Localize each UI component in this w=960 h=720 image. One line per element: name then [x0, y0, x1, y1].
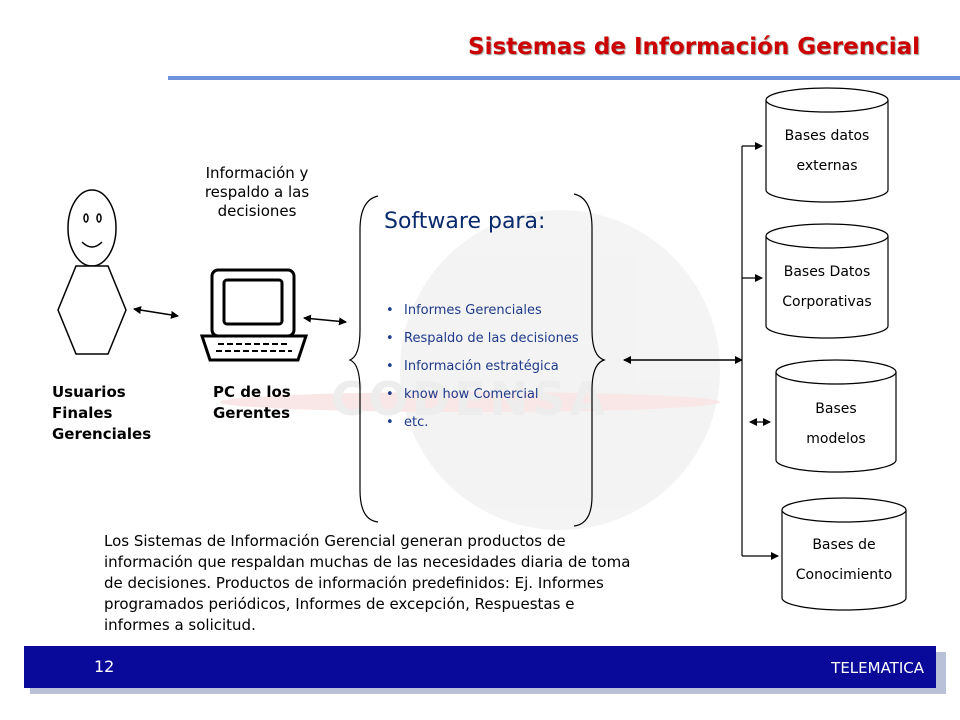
- bullet-icon: •: [386, 359, 394, 374]
- database-external-label: Bases datos externas: [772, 121, 882, 181]
- bullet-icon: •: [386, 415, 394, 430]
- users-label-line: Gerenciales: [52, 425, 152, 443]
- software-title: Software para:: [384, 209, 546, 234]
- database-connector: [741, 142, 779, 560]
- page-title: Sistemas de Información Gerencial: [468, 34, 920, 60]
- footer-bar: [24, 646, 936, 688]
- database-label-line: externas: [796, 158, 858, 174]
- list-item: • know how Comercial: [384, 386, 584, 403]
- list-item: • Informes Gerenciales: [384, 302, 584, 319]
- info-label-line: Información y: [205, 164, 309, 182]
- list-item-text: Informes Gerenciales: [404, 303, 542, 318]
- list-item-text: know how Comercial: [404, 387, 539, 402]
- database-models-label: Bases modelos: [781, 394, 891, 454]
- database-label-line: Corporativas: [782, 294, 872, 310]
- database-corporate-label: Bases Datos Corporativas: [772, 257, 882, 317]
- pc-label: PC de los Gerentes: [213, 382, 333, 424]
- database-cylinder-icon: [775, 359, 897, 473]
- arrow-pc-software: [303, 314, 347, 326]
- database-label-line: modelos: [806, 431, 866, 447]
- users-label-line: Finales: [52, 404, 113, 422]
- database-label-line: Bases datos: [784, 128, 870, 144]
- footer-brand: TELEMATICA: [831, 659, 924, 677]
- right-brace: [573, 193, 606, 527]
- info-support-label: Información y respaldo a las decisiones: [172, 164, 342, 221]
- arrow-user-pc: [133, 306, 179, 319]
- database-label-line: Bases Datos: [783, 264, 871, 280]
- database-label-line: Bases: [815, 401, 857, 417]
- bullet-icon: •: [386, 387, 394, 402]
- pc-label-line: PC de los: [213, 383, 291, 401]
- list-item-text: Respaldo de las decisiones: [404, 331, 579, 346]
- list-item-text: etc.: [404, 415, 429, 430]
- list-item: • Respaldo de las decisiones: [384, 330, 584, 347]
- database-cylinder-icon: [781, 497, 907, 611]
- svg-text:CODENSA: CODENSA: [331, 372, 609, 426]
- users-label-line: Usuarios: [52, 383, 126, 401]
- left-brace: [348, 195, 379, 523]
- description-text: Los Sistemas de Información Gerencial ge…: [104, 532, 631, 634]
- users-label: Usuarios Finales Gerenciales: [52, 382, 172, 445]
- list-item-text: Información estratégica: [404, 359, 559, 374]
- database-cylinder-icon: [765, 223, 889, 339]
- watermark-logo: CODENSA: [220, 210, 720, 530]
- user-figure-icon: [57, 189, 127, 355]
- bullet-icon: •: [386, 303, 394, 318]
- list-item: • etc.: [384, 414, 584, 431]
- database-knowledge-label: Bases de Conocimiento: [782, 530, 906, 590]
- computer-icon: [199, 268, 309, 362]
- software-list: • Informes Gerenciales • Respaldo de las d…: [384, 302, 584, 442]
- pc-label-line: Gerentes: [213, 404, 291, 422]
- database-label-line: Conocimiento: [795, 567, 893, 583]
- list-item: • Información estratégica: [384, 358, 584, 375]
- database-label-line: Bases de: [812, 537, 876, 553]
- title-divider: [168, 76, 960, 80]
- info-label-line: decisiones: [217, 202, 297, 220]
- bullet-icon: •: [386, 331, 394, 346]
- page-number: 12: [94, 657, 115, 676]
- info-label-line: respaldo a las: [204, 183, 310, 201]
- database-cylinder-icon: [765, 87, 889, 203]
